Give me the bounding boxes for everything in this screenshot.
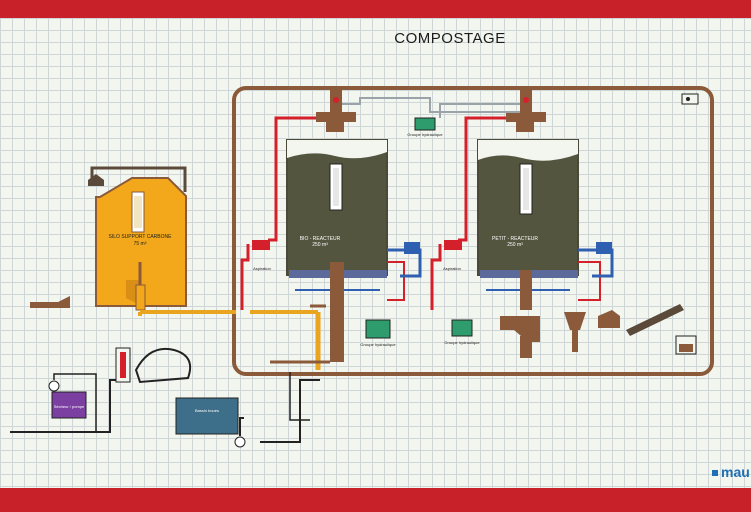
treatment-train: Sécheur / pompe Bassin boues <box>48 347 246 448</box>
yellow-transfer <box>250 304 326 370</box>
reactor-small-label: PETIT - REACTEUR <box>492 236 538 242</box>
aspiration-label-1: Aspiration <box>253 266 271 271</box>
reactor-large-label: BIO - REACTEUR <box>300 236 341 242</box>
reactor-large-volume: 250 m³ <box>312 242 328 248</box>
reactor-large: BIO - REACTEUR 250 m³ <box>286 139 388 278</box>
hydraulic-label-1: Groupe hydraulique <box>360 342 396 347</box>
top-right-instrument <box>681 93 699 105</box>
silo-label: SILO SUPPORT CARBONE <box>109 234 173 240</box>
reactor-small-volume: 250 m³ <box>507 242 523 248</box>
sludge-tank-label: Bassin boues <box>195 408 219 413</box>
process-frame <box>232 86 714 376</box>
silo-group: SILO SUPPORT CARBONE 75 m³ <box>30 166 187 311</box>
hydraulic-label-3: Groupe hydraulique <box>407 132 443 137</box>
silo-volume: 75 m³ <box>134 241 147 247</box>
hydraulic-units: Groupe hydraulique Groupe hydraulique Gr… <box>360 117 480 347</box>
page-title: COMPOSTAGE <box>394 30 506 47</box>
dryer-label: Sécheur / pompe <box>54 404 85 409</box>
brand-square-icon <box>712 470 718 476</box>
hydraulic-label-2: Groupe hydraulique <box>444 340 480 345</box>
discharge-units <box>330 262 697 362</box>
brand-logo: mau <box>712 464 750 480</box>
reactor-small: PETIT - REACTEUR 250 m³ <box>477 139 579 278</box>
brand-text: mau <box>721 464 750 480</box>
aspiration-pumps: Aspiration Aspiration <box>252 240 612 271</box>
aspiration-label-2: Aspiration <box>443 266 461 271</box>
utility-pipes <box>10 360 330 443</box>
